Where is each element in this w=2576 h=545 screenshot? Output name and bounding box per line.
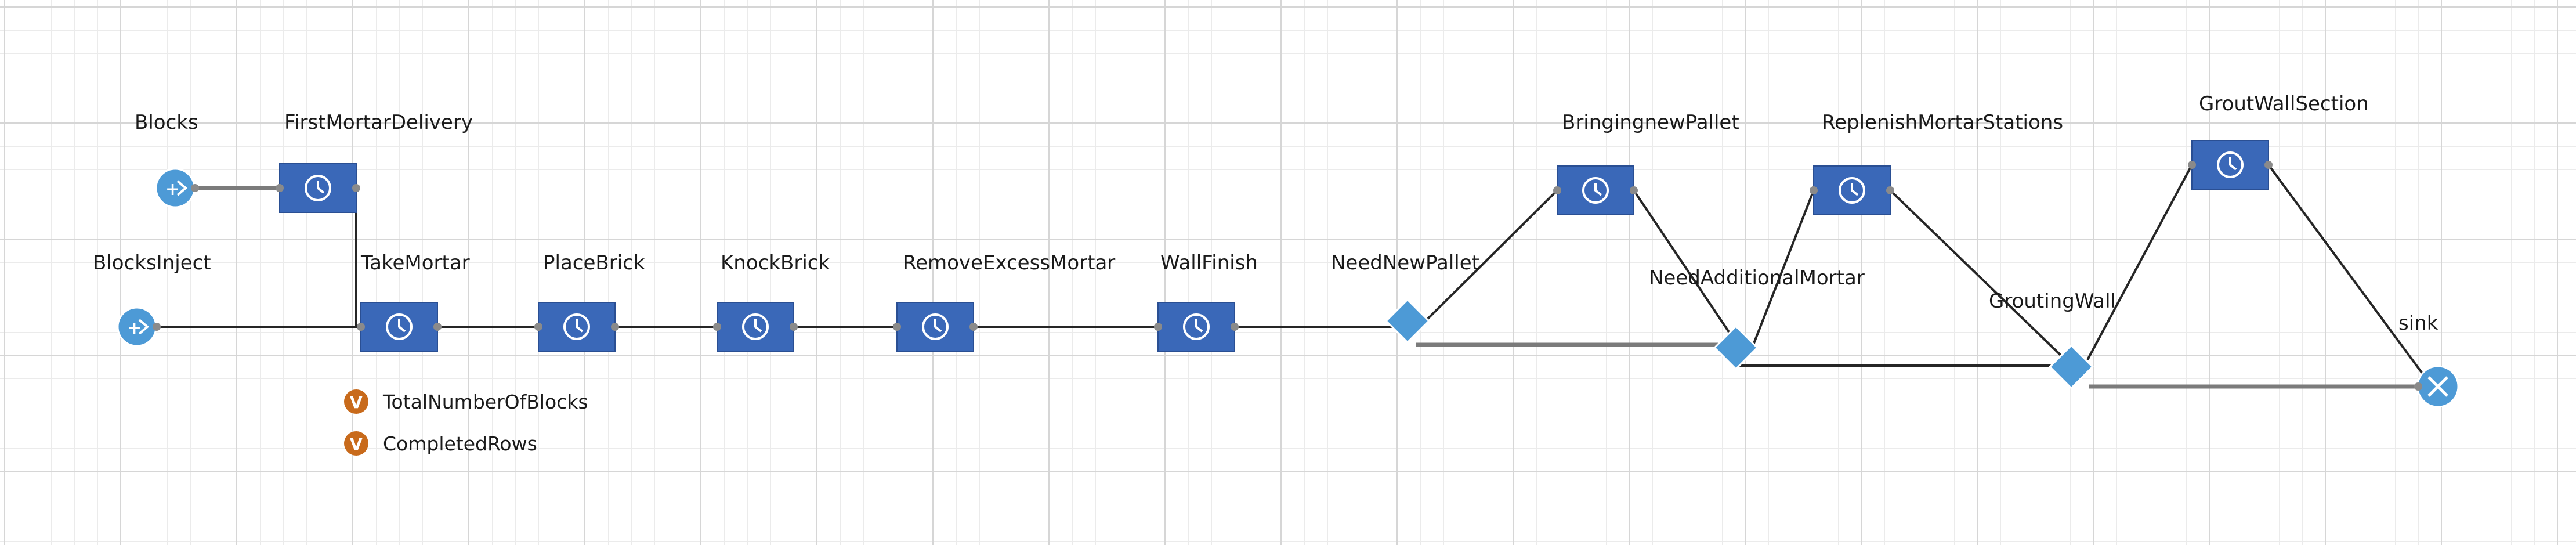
clock-hands bbox=[1851, 183, 1859, 196]
source-blocks[interactable]: + Blocks bbox=[135, 111, 199, 208]
delay-block-replenishmortarstations[interactable]: ReplenishMortarStations bbox=[1810, 111, 2063, 215]
connection-port[interactable] bbox=[534, 323, 542, 331]
delay-block-label: FirstMortarDelivery bbox=[284, 111, 473, 134]
clock-icon bbox=[305, 175, 331, 201]
connector-groutingwall-groutwallsection[interactable] bbox=[2086, 164, 2193, 360]
delay-block-bringingnewpallet[interactable]: BringingnewPallet bbox=[1553, 111, 1739, 215]
sink-node[interactable]: sink bbox=[2398, 312, 2459, 408]
diamond-icon bbox=[1713, 325, 1759, 370]
connector-neednewpallet-bringingnewpallet[interactable] bbox=[1420, 189, 1558, 326]
delay-block-removeexcessmortar[interactable]: RemoveExcessMortar bbox=[893, 251, 1115, 352]
delay-block-wallfinish[interactable]: WallFinish bbox=[1154, 251, 1258, 352]
delay-block-label: WallFinish bbox=[1160, 251, 1258, 275]
clock-hands bbox=[317, 181, 325, 194]
variable-v-icon bbox=[344, 431, 368, 456]
delay-block-groutwallsection[interactable]: GroutWallSection bbox=[2188, 92, 2369, 190]
clock-icon bbox=[1582, 177, 1609, 204]
source-label: Blocks bbox=[135, 111, 198, 134]
connection-port[interactable] bbox=[893, 323, 901, 331]
delay-block-label: GroutWallSection bbox=[2199, 92, 2369, 116]
connection-port[interactable] bbox=[790, 323, 798, 331]
connection-port[interactable] bbox=[276, 184, 284, 192]
delay-block-label: RemoveExcessMortar bbox=[903, 251, 1115, 275]
variable-completedrows[interactable]: V CompletedRows bbox=[344, 431, 537, 456]
clock-hands bbox=[1195, 319, 1203, 333]
connector-replenishmortarstations-groutingwall[interactable] bbox=[1889, 189, 2064, 359]
clock-icon bbox=[1183, 313, 1210, 340]
variable-label: TotalNumberOfBlocks bbox=[382, 391, 588, 413]
variable-v-icon bbox=[344, 389, 368, 414]
decision-neednewpallet[interactable]: NeedNewPallet bbox=[1331, 251, 1479, 344]
diamond-icon bbox=[1385, 298, 1430, 344]
connection-port[interactable] bbox=[611, 323, 619, 331]
connection-port[interactable] bbox=[433, 323, 442, 331]
clock-hands bbox=[398, 319, 406, 333]
clock-hands bbox=[576, 319, 584, 333]
connection-port[interactable] bbox=[1886, 186, 1894, 194]
delay-block-label: BringingnewPallet bbox=[1562, 111, 1739, 134]
clock-icon bbox=[742, 313, 769, 340]
sink-label: sink bbox=[2398, 312, 2438, 335]
clock-icon bbox=[563, 313, 590, 340]
connector-groutwallsection-sink[interactable] bbox=[2267, 164, 2426, 378]
diamond-icon bbox=[2049, 344, 2094, 389]
connection-port[interactable] bbox=[969, 323, 978, 331]
variable-totalnumberofblocks[interactable]: V TotalNumberOfBlocks bbox=[344, 389, 588, 414]
svg-text:+: + bbox=[165, 179, 180, 200]
source-blocksinject[interactable]: + BlocksInject bbox=[93, 251, 211, 347]
connection-port[interactable] bbox=[1553, 186, 1561, 194]
source-label: BlocksInject bbox=[93, 251, 211, 275]
decision-label: NeedAdditionalMortar bbox=[1649, 266, 1865, 290]
decision-label: NeedNewPallet bbox=[1331, 251, 1479, 275]
delay-block-label: ReplenishMortarStations bbox=[1822, 111, 2063, 134]
connection-port[interactable] bbox=[1231, 323, 1239, 331]
connectors bbox=[157, 164, 2426, 389]
decision-groutingwall[interactable]: GroutingWall bbox=[1989, 290, 2116, 389]
svg-text:V: V bbox=[350, 435, 363, 454]
svg-text:V: V bbox=[350, 393, 363, 412]
delay-block-label: TakeMortar bbox=[360, 251, 470, 275]
connection-port[interactable] bbox=[713, 323, 721, 331]
delay-block-label: PlaceBrick bbox=[543, 251, 645, 275]
clock-hands bbox=[2229, 157, 2237, 171]
clock-icon bbox=[1839, 177, 1865, 204]
clock-hands bbox=[934, 319, 942, 333]
connection-port[interactable] bbox=[357, 323, 365, 331]
delay-block-firstmortardelivery[interactable]: FirstMortarDelivery bbox=[276, 111, 473, 213]
clock-hands bbox=[754, 319, 762, 333]
connector-bringingnewpallet-needadditionalmortar[interactable] bbox=[1633, 189, 1732, 337]
clock-icon bbox=[386, 313, 413, 340]
connection-port[interactable] bbox=[1630, 186, 1638, 194]
delay-block-knockbrick[interactable]: KnockBrick bbox=[713, 251, 830, 352]
svg-text:+: + bbox=[127, 318, 142, 338]
connection-port[interactable] bbox=[352, 184, 360, 192]
connection-port[interactable] bbox=[1154, 323, 1162, 331]
decision-label: GroutingWall bbox=[1989, 290, 2116, 313]
clock-icon bbox=[2217, 151, 2244, 178]
delay-block-placebrick[interactable]: PlaceBrick bbox=[534, 251, 645, 352]
connection-port[interactable] bbox=[2264, 161, 2273, 169]
connection-port[interactable] bbox=[1810, 186, 1818, 194]
clock-hands bbox=[1594, 183, 1602, 196]
clock-icon bbox=[922, 313, 949, 340]
connector-needadditionalmortar-replenishmortarstations[interactable] bbox=[1752, 190, 1815, 345]
variable-label: CompletedRows bbox=[383, 432, 537, 455]
connection-port[interactable] bbox=[2188, 161, 2196, 169]
decision-needadditionalmortar[interactable]: NeedAdditionalMortar bbox=[1649, 266, 1865, 370]
delay-block-label: KnockBrick bbox=[721, 251, 830, 275]
delay-block-takemortar[interactable]: TakeMortar bbox=[357, 251, 470, 352]
